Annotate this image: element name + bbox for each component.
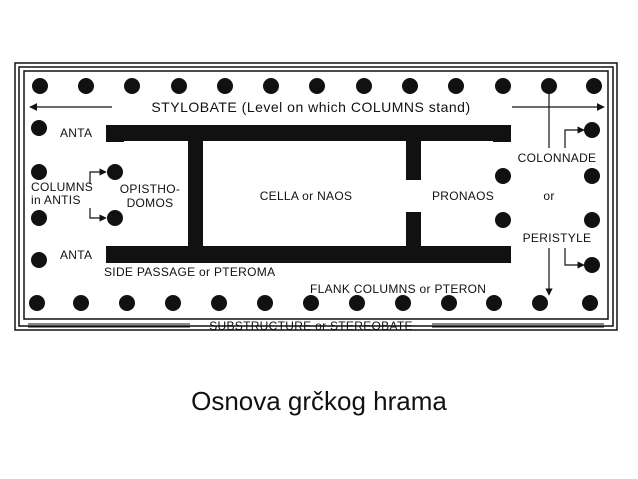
peristyle-columns (29, 78, 602, 311)
colonnade-label: COLONNADE (518, 151, 597, 165)
caption: Osnova grčkog hrama (191, 386, 447, 416)
columns-in-antis-arrow-up (89, 168, 107, 184)
columns-in-antis-label-line1: COLUMNS (31, 180, 93, 194)
cella-wall-bottom (106, 246, 511, 263)
column (582, 295, 598, 311)
peristyle-label: PERISTYLE (523, 231, 592, 245)
column (31, 210, 47, 226)
column (107, 164, 123, 180)
column (584, 168, 600, 184)
column (124, 78, 140, 94)
column (31, 120, 47, 136)
colonnade-arrow-right (564, 126, 585, 148)
column (309, 78, 325, 94)
column (349, 295, 365, 311)
anta-top-label: ANTA (60, 126, 92, 140)
column (356, 78, 372, 94)
front-anta-top (493, 125, 511, 142)
side-passage-label: SIDE PASSAGE or PTEROMA (104, 265, 275, 279)
stylobate-border (23, 70, 609, 320)
cella-label: CELLA or NAOS (260, 189, 353, 203)
column (211, 295, 227, 311)
opisthodomos-label-line2: DOMOS (127, 196, 174, 210)
column (532, 295, 548, 311)
pronaos-wall-lower (406, 212, 421, 263)
opisthodomos-wall (188, 125, 203, 263)
column (165, 295, 181, 311)
anta-bottom-label: ANTA (60, 248, 92, 262)
column (586, 78, 602, 94)
peristyle-arrow-right (564, 248, 585, 269)
stereobate-middle-border (18, 66, 614, 327)
columns-in-antis-label-line2: in ANTIS (31, 193, 81, 207)
column (107, 210, 123, 226)
column (495, 212, 511, 228)
column (217, 78, 233, 94)
column (495, 168, 511, 184)
anta-block-bottom (106, 246, 124, 263)
column (29, 295, 45, 311)
column (584, 122, 600, 138)
column (78, 78, 94, 94)
column (448, 78, 464, 94)
column (31, 164, 47, 180)
cella-wall-top (106, 125, 511, 141)
column (263, 78, 279, 94)
anta-block-top (106, 125, 124, 142)
column (441, 295, 457, 311)
column (303, 295, 319, 311)
column (486, 295, 502, 311)
cella-walls (106, 125, 511, 263)
column (32, 78, 48, 94)
column (395, 295, 411, 311)
opisthodomos-label-line1: OPISTHO- (120, 182, 180, 196)
pronaos-label: PRONAOS (432, 189, 494, 203)
column (73, 295, 89, 311)
front-anta-bottom (493, 246, 511, 263)
columns-in-antis-arrow-down (89, 208, 107, 222)
temple-plan-diagram: STYLOBATE (Level on which COLUMNS stand)… (14, 62, 618, 333)
column (495, 78, 511, 94)
column (402, 78, 418, 94)
column (584, 257, 600, 273)
flank-columns-label: FLANK COLUMNS or PTERON (310, 282, 486, 296)
stereobate-outer-border (14, 62, 618, 331)
column (119, 295, 135, 311)
column (171, 78, 187, 94)
pronaos-wall-upper (406, 125, 421, 180)
substructure-label: SUBSTRUCTURE or STEREOBATE (209, 319, 413, 333)
or-label: or (543, 189, 554, 203)
column (31, 252, 47, 268)
stylobate-label: STYLOBATE (Level on which COLUMNS stand) (151, 99, 470, 115)
column (257, 295, 273, 311)
column (584, 212, 600, 228)
